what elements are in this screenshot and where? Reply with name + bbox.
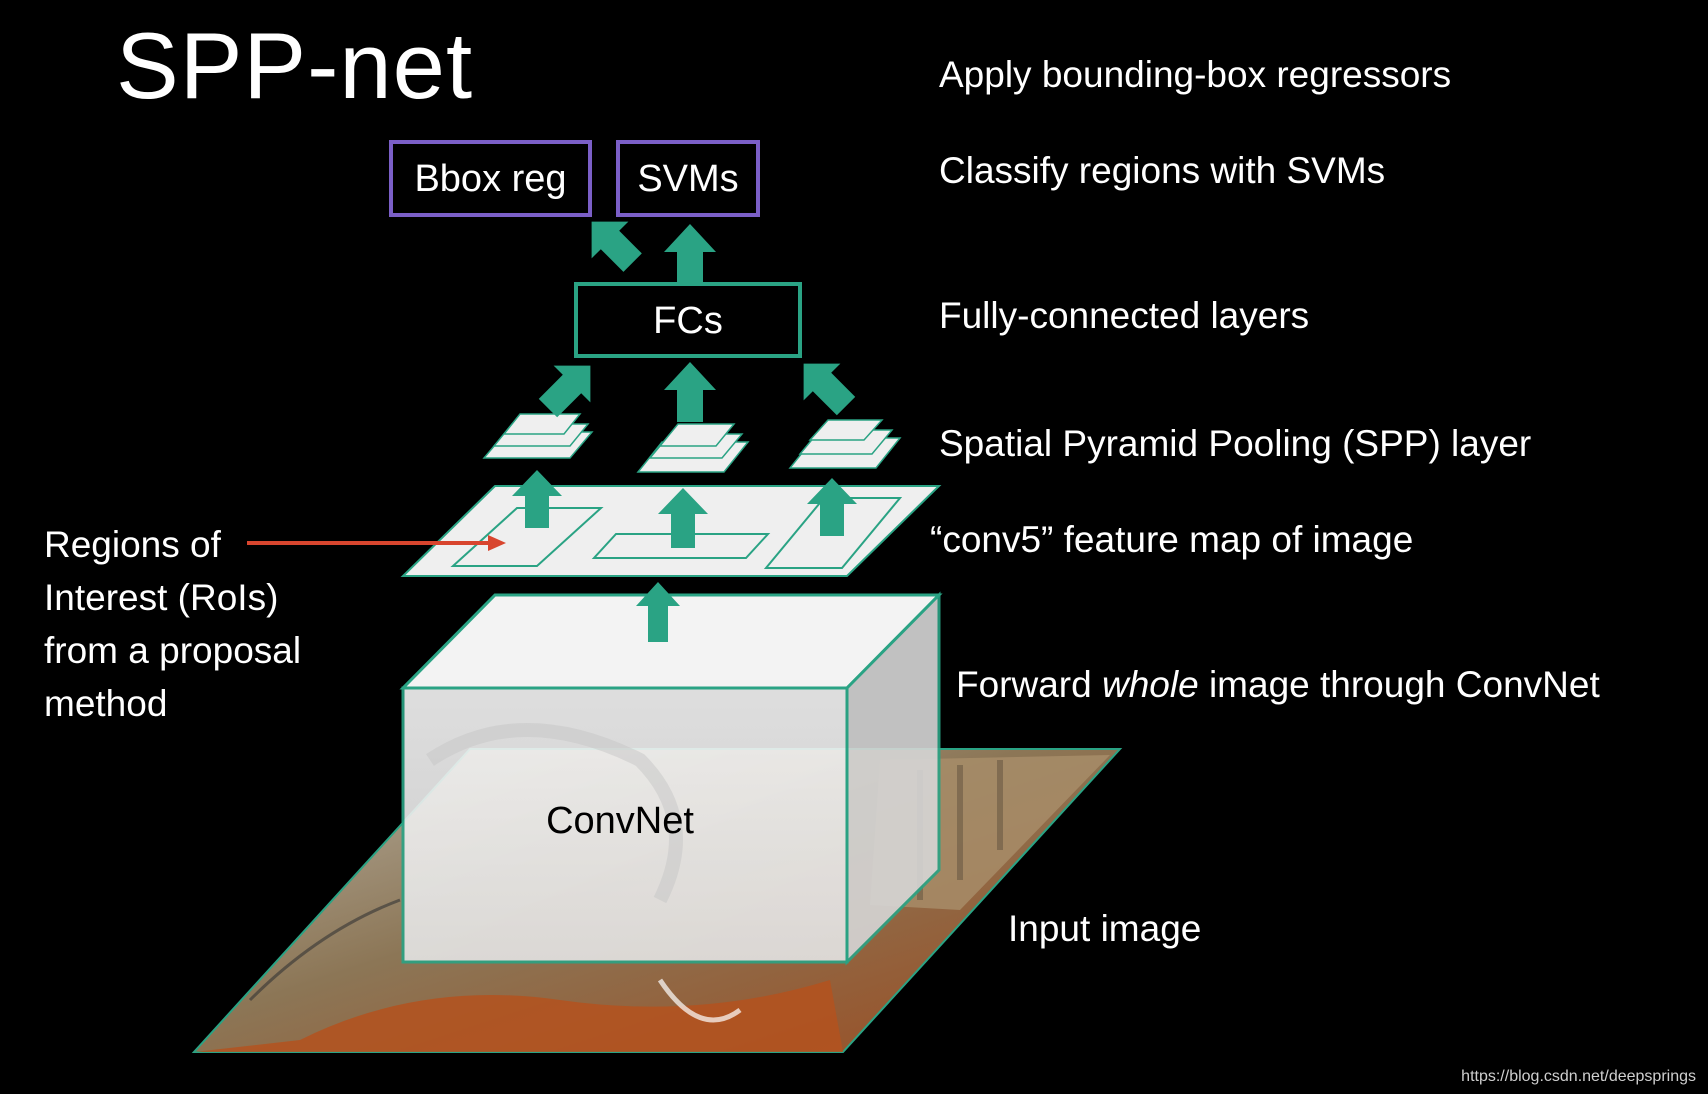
bbox-reg-label: Bbox reg [414, 158, 567, 200]
convnet-box [399, 591, 943, 966]
bbox-reg-box [389, 140, 592, 217]
rois-line-4: method [44, 683, 168, 724]
spp-pyramid-center [636, 423, 750, 473]
fc-description: Fully-connected layers [939, 295, 1310, 336]
convnet-label: ConvNet [546, 800, 694, 842]
spp-pyramid-left [482, 413, 594, 459]
forward-description: Forward whole image through ConvNet [956, 664, 1600, 706]
spp-pyramid-right [788, 419, 902, 469]
svms-label: SVMs [637, 158, 739, 200]
conv5-description: “conv5” feature map of image [930, 519, 1414, 560]
rois-line-3: from a proposal [44, 630, 302, 671]
arrow-convnet-to-conv5 [636, 582, 680, 642]
fcs-label: FCs [653, 300, 723, 342]
input-image-description: Input image [1008, 908, 1202, 949]
arrows-fcs-to-outputs [591, 221, 716, 282]
rois-line-2: Interest (RoIs) [44, 577, 279, 618]
forward-text-emphasis: whole [1101, 664, 1199, 705]
watermark: https://blog.csdn.net/deepsprings [1461, 1068, 1696, 1085]
forward-text-post: image through ConvNet [1198, 664, 1600, 705]
fcs-box [574, 282, 802, 358]
bbox-reg-description: Apply bounding-box regressors [939, 54, 1452, 95]
page-title: SPP-net [116, 13, 474, 118]
rois-line-1: Regions of [44, 524, 221, 565]
svm-description: Classify regions with SVMs [939, 150, 1386, 191]
rois-description: Regions of Interest (RoIs) from a propos… [44, 518, 364, 730]
roi-pointer-arrow [247, 535, 506, 551]
forward-text-pre: Forward [956, 664, 1102, 705]
spp-description: Spatial Pyramid Pooling (SPP) layer [939, 423, 1532, 464]
arrows-spp-to-fcs [538, 362, 856, 422]
svms-box [616, 140, 760, 217]
arrows-conv5-to-spp [512, 470, 857, 548]
